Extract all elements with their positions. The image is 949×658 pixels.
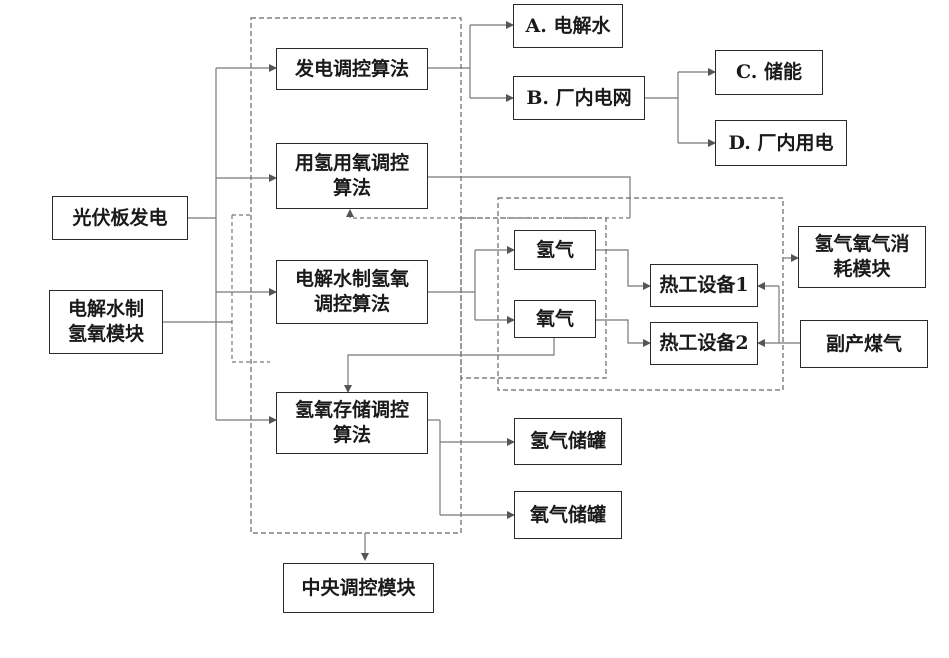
node-label: 中央调控模块 [301, 576, 415, 601]
connector [428, 177, 630, 218]
node-label-line2: 调控算法 [295, 292, 409, 317]
hydrogen-tank-node: 氢气储罐 [514, 418, 622, 465]
node-label: 光伏板发电 [72, 206, 167, 231]
connector [596, 320, 650, 343]
electrolysis-algorithm-node: 电解水制氢氧 调控算法 [276, 260, 428, 324]
node-label: A. 电解水 [526, 14, 611, 39]
node-label: 热工设备1 [659, 273, 748, 298]
electrolysis-module-node: 电解水制 氢氧模块 [49, 290, 163, 354]
oxygen-node: 氧气 [514, 300, 596, 338]
node-label: 发电调控算法 [295, 57, 409, 82]
node-label: B. 厂内电网 [526, 86, 631, 111]
node-label: D. 厂内用电 [728, 131, 833, 156]
node-label-line2: 耗模块 [814, 257, 909, 282]
node-label-line1: 电解水制氢氧 [295, 267, 409, 292]
connector [596, 250, 650, 286]
node-label-line2: 算法 [295, 176, 409, 201]
output-c-node: C. 储能 [715, 50, 823, 95]
node-label-line1: 氢氧存储调控 [295, 398, 409, 423]
hydrogen-node: 氢气 [514, 230, 596, 270]
node-label-line2: 氢氧模块 [68, 322, 144, 347]
thermal-equipment-2-node: 热工设备2 [650, 322, 758, 365]
h2o2-use-algorithm-node: 用氢用氧调控 算法 [276, 143, 428, 209]
node-label-line1: 用氢用氧调控 [295, 151, 409, 176]
output-b-node: B. 厂内电网 [513, 76, 645, 120]
byproduct-gas-node: 副产煤气 [800, 320, 928, 368]
thermal-equipment-1-node: 热工设备1 [650, 264, 758, 307]
node-label: 热工设备2 [659, 331, 748, 356]
connector [350, 210, 630, 218]
node-label-line1: 氢气氧气消 [814, 232, 909, 257]
output-d-node: D. 厂内用电 [715, 120, 847, 166]
node-label: 氧气储罐 [530, 503, 606, 528]
output-a-node: A. 电解水 [513, 4, 623, 48]
consumption-module-node: 氢气氧气消 耗模块 [798, 226, 926, 288]
central-control-node: 中央调控模块 [283, 563, 434, 613]
connector [348, 338, 554, 392]
node-label-line1: 电解水制 [68, 297, 144, 322]
oxygen-tank-node: 氧气储罐 [514, 491, 622, 539]
generation-algorithm-node: 发电调控算法 [276, 48, 428, 90]
storage-algorithm-node: 氢氧存储调控 算法 [276, 392, 428, 454]
node-label: 氢气 [536, 238, 574, 263]
node-label: 氧气 [536, 307, 574, 332]
node-label: 副产煤气 [826, 332, 902, 357]
pv-power-node: 光伏板发电 [52, 196, 188, 240]
node-label: C. 储能 [736, 60, 802, 85]
node-label: 氢气储罐 [530, 429, 606, 454]
node-label-line2: 算法 [295, 423, 409, 448]
